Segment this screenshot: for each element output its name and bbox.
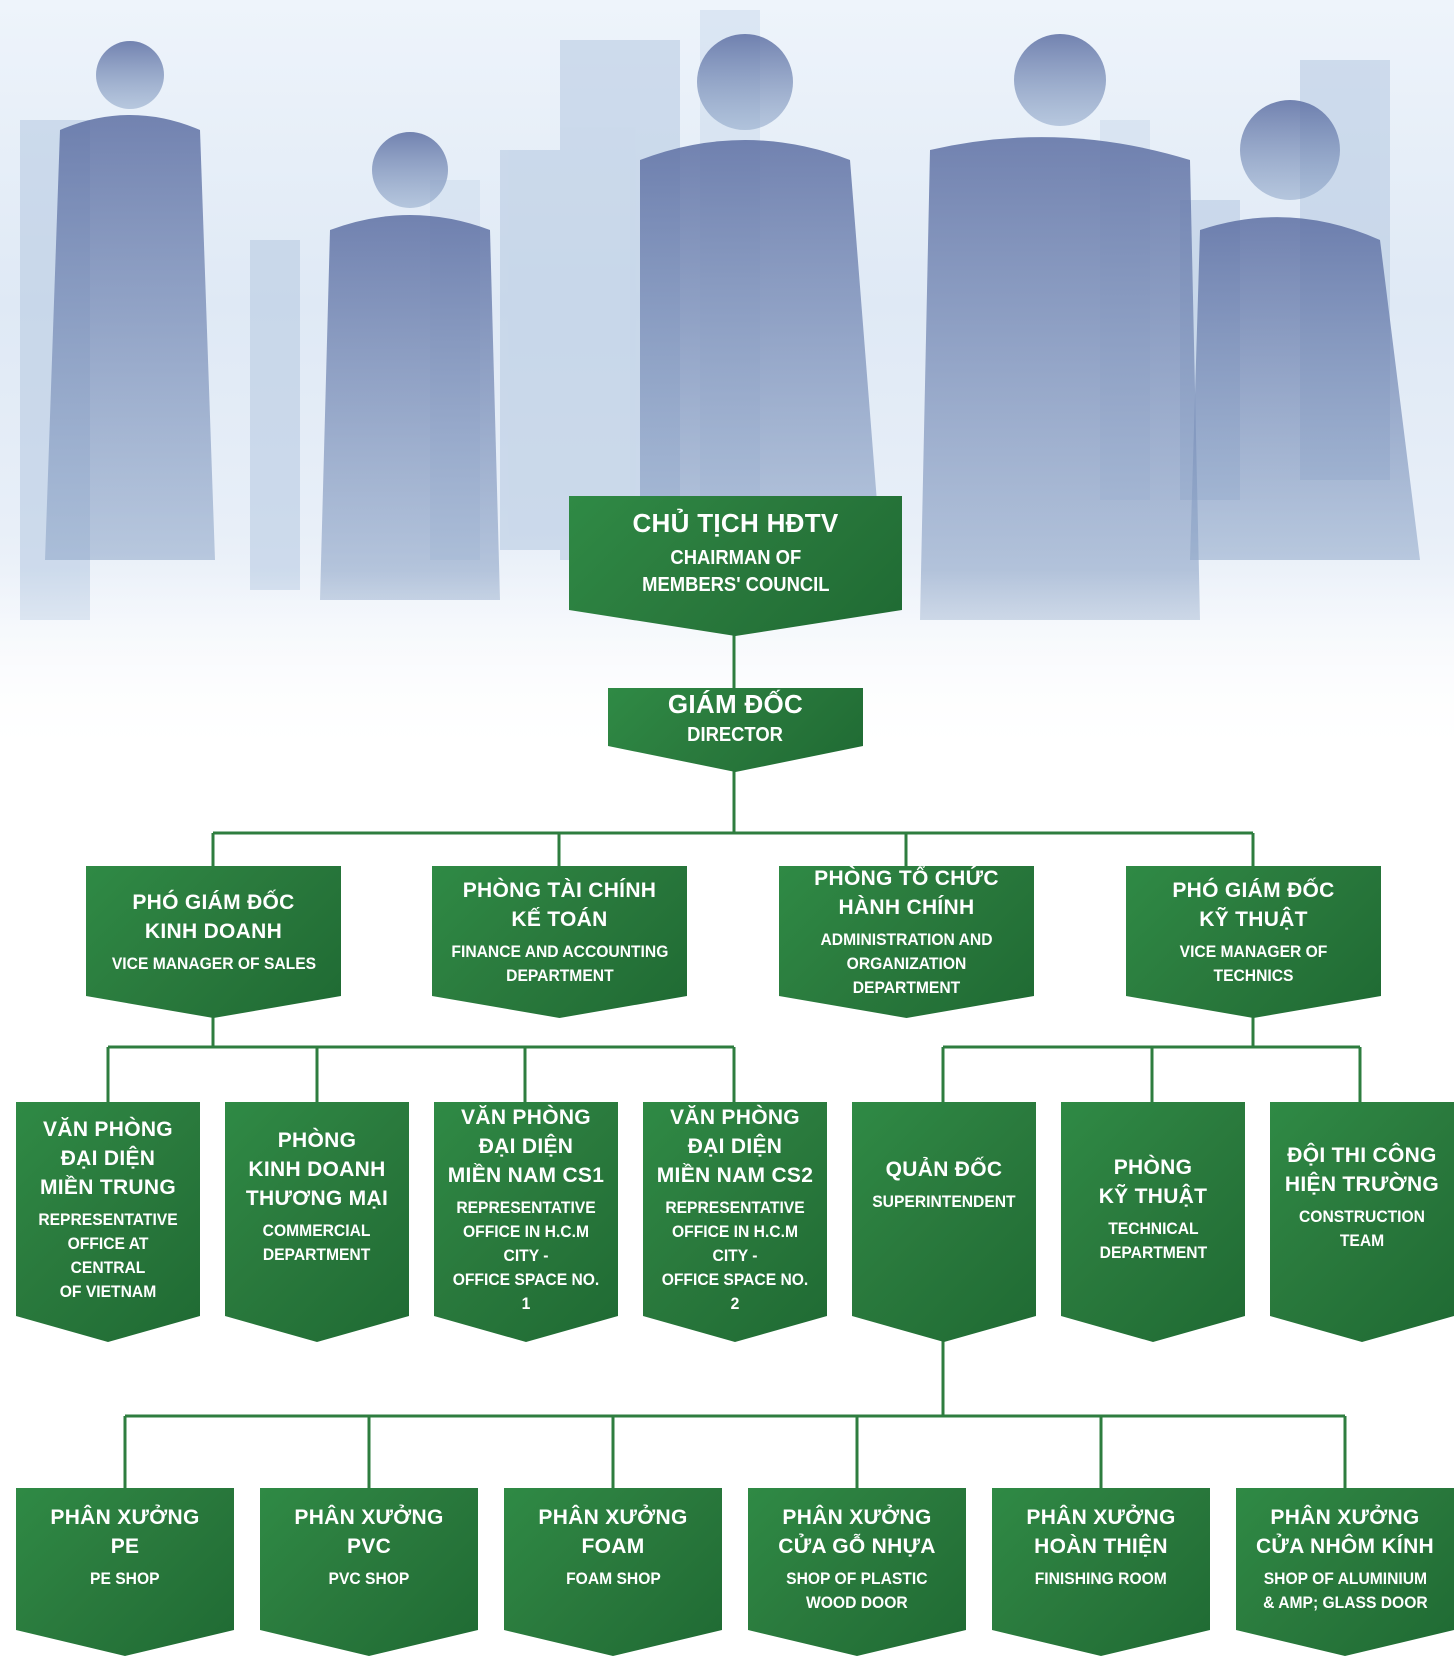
node-aluminium-shop: PHÂN XƯỞNG CỬA NHÔM KÍNH SHOP OF ALUMINI… bbox=[1236, 1488, 1454, 1656]
node-vp-tech: PHÓ GIÁM ĐỐC KỸ THUẬT VICE MANAGER OF TE… bbox=[1126, 866, 1381, 1018]
node-foam-shop: PHÂN XƯỞNG FOAM FOAM SHOP bbox=[504, 1488, 722, 1656]
node-vp-sales-vi: PHÓ GIÁM ĐỐC KINH DOANH bbox=[132, 891, 295, 943]
node-finishing-room: PHÂN XƯỞNG HOÀN THIỆN FINISHING ROOM bbox=[992, 1488, 1210, 1656]
node-plastic-wood-shop: PHÂN XƯỞNG CỬA GỖ NHỰA SHOP OF PLASTIC W… bbox=[748, 1488, 966, 1656]
node-rep-south2: VĂN PHÒNG ĐẠI DIỆN MIỀN NAM CS2 REPRESEN… bbox=[643, 1102, 827, 1342]
node-pe-shop-en: PE SHOP bbox=[90, 1569, 160, 1588]
node-director-vi: GIÁM ĐỐC bbox=[667, 688, 804, 719]
node-technical: PHÒNG KỸ THUẬT TECHNICAL DEPARTMENT bbox=[1061, 1102, 1245, 1342]
node-commercial-vi: PHÒNG KINH DOANH THƯƠNG MẠI bbox=[245, 1128, 389, 1210]
node-superintendent-vi: QUẢN ĐỐC bbox=[885, 1157, 1003, 1181]
node-technical-vi: PHÒNG KỸ THUẬT bbox=[1098, 1156, 1208, 1208]
node-rep-south2-en: REPRESENTATIVE OFFICE IN H.C.M CITY - OF… bbox=[661, 1197, 809, 1313]
node-admin-en: ADMINISTRATION AND ORGANIZATION DEPARTME… bbox=[820, 930, 993, 997]
node-vp-sales: PHÓ GIÁM ĐỐC KINH DOANH VICE MANAGER OF … bbox=[86, 866, 341, 1018]
node-rep-central-vi: VĂN PHÒNG ĐẠI DIỆN MIỀN TRUNG bbox=[40, 1117, 176, 1199]
node-superintendent: QUẢN ĐỐC SUPERINTENDENT bbox=[852, 1102, 1036, 1342]
node-plastic-wood-shop-en: SHOP OF PLASTIC WOOD DOOR bbox=[786, 1569, 928, 1612]
node-pvc-shop-en: PVC SHOP bbox=[328, 1569, 410, 1588]
node-construction: ĐỘI THI CÔNG HIỆN TRƯỜNG CONSTRUCTION TE… bbox=[1270, 1102, 1454, 1342]
node-chairman-en: CHAIRMAN OF MEMBERS' COUNCIL bbox=[641, 547, 830, 596]
node-aluminium-shop-vi: PHÂN XƯỞNG CỬA NHÔM KÍNH bbox=[1255, 1506, 1435, 1558]
node-foam-shop-en: FOAM SHOP bbox=[565, 1569, 661, 1588]
node-foam-shop-vi: PHÂN XƯỞNG FOAM bbox=[538, 1506, 688, 1558]
node-rep-central: VĂN PHÒNG ĐẠI DIỆN MIỀN TRUNG REPRESENTA… bbox=[16, 1102, 200, 1342]
node-finance-en: FINANCE AND ACCOUNTING DEPARTMENT bbox=[451, 942, 668, 985]
node-construction-en: CONSTRUCTION TEAM bbox=[1298, 1207, 1425, 1250]
node-pvc-shop: PHÂN XƯỞNG PVC PVC SHOP bbox=[260, 1488, 478, 1656]
node-vp-tech-vi: PHÓ GIÁM ĐỐC KỸ THUẬT bbox=[1172, 879, 1335, 931]
node-rep-central-en: REPRESENTATIVE OFFICE AT CENTRAL OF VIET… bbox=[38, 1209, 178, 1301]
node-commercial: PHÒNG KINH DOANH THƯƠNG MẠI COMMERCIAL D… bbox=[225, 1102, 409, 1342]
node-pe-shop: PHÂN XƯỞNG PE PE SHOP bbox=[16, 1488, 234, 1656]
node-vp-tech-en: VICE MANAGER OF TECHNICS bbox=[1179, 942, 1328, 985]
node-commercial-en: COMMERCIAL DEPARTMENT bbox=[263, 1220, 371, 1264]
node-technical-en: TECHNICAL DEPARTMENT bbox=[1099, 1219, 1207, 1262]
node-admin: PHÒNG TỔ CHỨC HÀNH CHÍNH ADMINISTRATION … bbox=[779, 866, 1034, 1018]
hero-background-image bbox=[0, 0, 1454, 760]
node-vp-sales-en: VICE MANAGER OF SALES bbox=[111, 954, 316, 973]
business-people-silhouette-illustration bbox=[0, 0, 1454, 760]
node-finance-vi: PHÒNG TÀI CHÍNH KẾ TOÁN bbox=[462, 879, 657, 931]
node-rep-south1: VĂN PHÒNG ĐẠI DIỆN MIỀN NAM CS1 REPRESEN… bbox=[434, 1102, 618, 1342]
node-rep-south1-en: REPRESENTATIVE OFFICE IN H.C.M CITY - OF… bbox=[452, 1197, 600, 1313]
node-finishing-room-en: FINISHING ROOM bbox=[1034, 1569, 1168, 1588]
node-chairman: CHỦ TỊCH HĐTV CHAIRMAN OF MEMBERS' COUNC… bbox=[569, 496, 902, 636]
node-aluminium-shop-en: SHOP OF ALUMINIUM & AMP; GLASS DOOR bbox=[1262, 1569, 1428, 1612]
node-finance: PHÒNG TÀI CHÍNH KẾ TOÁN FINANCE AND ACCO… bbox=[432, 866, 687, 1018]
node-chairman-vi: CHỦ TỊCH HĐTV bbox=[632, 508, 839, 538]
node-director-en: DIRECTOR bbox=[687, 723, 784, 746]
node-rep-south1-vi: VĂN PHÒNG ĐẠI DIỆN MIỀN NAM CS1 bbox=[447, 1105, 605, 1187]
node-superintendent-en: SUPERINTENDENT bbox=[872, 1191, 1016, 1211]
node-construction-vi: ĐỘI THI CÔNG HIỆN TRƯỜNG bbox=[1284, 1144, 1440, 1196]
node-finishing-room-vi: PHÂN XƯỞNG HOÀN THIỆN bbox=[1026, 1506, 1176, 1558]
node-admin-vi: PHÒNG TỔ CHỨC HÀNH CHÍNH bbox=[814, 867, 999, 919]
node-plastic-wood-shop-vi: PHÂN XƯỞNG CỬA GỖ NHỰA bbox=[778, 1506, 936, 1558]
node-pvc-shop-vi: PHÂN XƯỞNG PVC bbox=[294, 1506, 444, 1558]
node-rep-south2-vi: VĂN PHÒNG ĐẠI DIỆN MIỀN NAM CS2 bbox=[656, 1105, 814, 1187]
node-pe-shop-vi: PHÂN XƯỞNG PE bbox=[50, 1506, 200, 1558]
